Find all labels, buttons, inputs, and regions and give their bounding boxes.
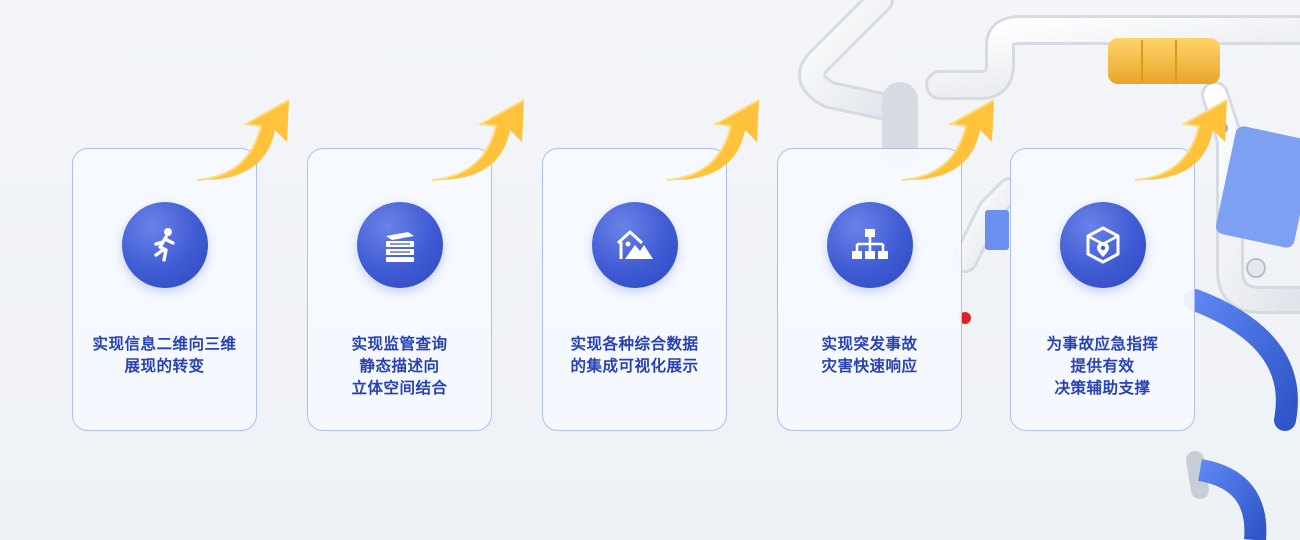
blue-tile — [985, 210, 1009, 250]
upward-arrow-icon — [431, 99, 525, 181]
icon-badge — [826, 202, 913, 288]
feature-card: 实现监管查询 静态描述向 立体空间结合 — [307, 99, 525, 431]
upward-arrow-icon — [196, 99, 290, 181]
card-description: 实现监管查询 静态描述向 立体空间结合 — [351, 335, 448, 397]
icon-badge — [1059, 202, 1146, 288]
org-chart-icon — [851, 229, 888, 259]
book-stack-icon — [385, 232, 414, 262]
feature-card: 实现突发事故 灾害快速响应 — [777, 99, 995, 431]
card-description: 实现突发事故 灾害快速响应 — [821, 335, 918, 375]
upward-arrow-icon — [1134, 99, 1228, 181]
upward-arrow-icon — [901, 99, 995, 181]
running-person-icon — [153, 228, 175, 262]
location-box-icon — [1086, 226, 1119, 264]
card-description: 实现信息二维向三维 展现的转变 — [92, 335, 237, 375]
feature-card: 为事故应急指挥 提供有效 决策辅助支撑 — [1010, 99, 1228, 431]
red-dot — [959, 312, 971, 324]
card-description: 为事故应急指挥 提供有效 决策辅助支撑 — [1046, 335, 1159, 397]
orange-pipe-segment — [1108, 38, 1220, 84]
white-pipes — [798, 0, 1300, 499]
icon-badge — [591, 202, 678, 288]
icon-badge — [356, 202, 443, 288]
card-description: 实现各种综合数据 的集成可视化展示 — [570, 335, 699, 375]
blue-pipe — [1184, 289, 1298, 431]
icon-badge — [121, 202, 208, 288]
landscape-icon — [616, 230, 653, 259]
blue-panel — [1215, 126, 1300, 248]
blue-pipe-bottom — [1197, 459, 1267, 540]
feature-card: 实现信息二维向三维 展现的转变 — [72, 99, 290, 431]
feature-card: 实现各种综合数据 的集成可视化展示 — [542, 99, 760, 431]
upward-arrow-icon — [666, 99, 760, 181]
